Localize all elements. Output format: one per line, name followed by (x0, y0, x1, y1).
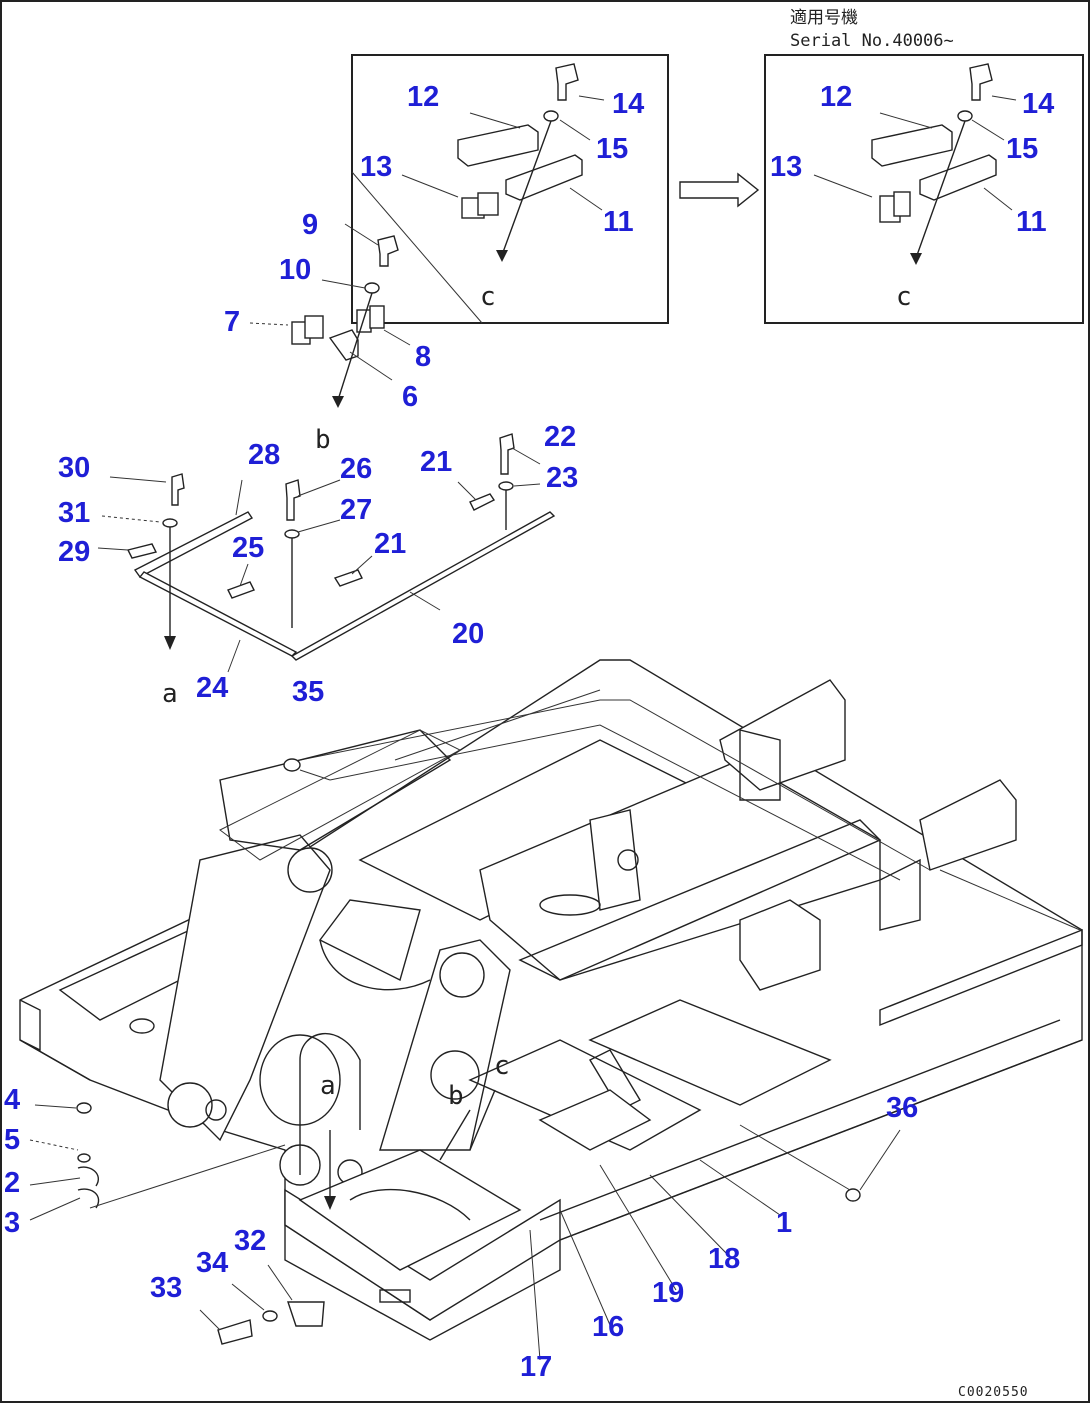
detail-box-after (764, 54, 1084, 324)
drawing-code: C0020550 (958, 1385, 1029, 1400)
callout-21b: 21 (374, 528, 406, 560)
callout-33: 33 (150, 1272, 182, 1304)
callout-8: 8 (415, 341, 431, 373)
callout-28: 28 (248, 439, 280, 471)
callout-17: 17 (520, 1351, 552, 1383)
callout-14-new: 14 (1022, 88, 1054, 120)
callout-9: 9 (302, 209, 318, 241)
callout-1: 1 (776, 1207, 792, 1239)
washer-15-left (543, 110, 559, 122)
ref-letter-c-left: c (480, 282, 496, 312)
detail-1-parts (401, 63, 605, 262)
callout-15: 15 (596, 133, 628, 165)
ref-letter-c-frame: c (494, 1051, 510, 1081)
callout-21a: 21 (420, 446, 452, 478)
detail-2-parts (813, 63, 1017, 265)
callout-19: 19 (652, 1277, 684, 1309)
ref-letter-a-top: a (162, 679, 178, 709)
ref-letter-b-frame: b (448, 1081, 464, 1111)
callout-12-new: 12 (820, 81, 852, 113)
callout-27: 27 (340, 494, 372, 526)
callout-18: 18 (708, 1243, 740, 1275)
plate-12-left (457, 124, 539, 167)
callout-12: 12 (407, 81, 439, 113)
callout-24: 24 (196, 672, 228, 704)
callout-11: 11 (603, 206, 634, 238)
callout-10: 10 (279, 254, 311, 286)
callout-2: 2 (4, 1167, 20, 1199)
callout-36: 36 (886, 1092, 918, 1124)
bolt-14-left (555, 63, 579, 101)
hardware-items (29, 729, 901, 1361)
plate-11-left (505, 154, 583, 201)
serial-heading: 適用号機 (790, 8, 858, 28)
revolving-frame (19, 659, 1083, 1341)
callout-16: 16 (592, 1311, 624, 1343)
callout-35: 35 (292, 676, 324, 708)
callout-14: 14 (612, 88, 644, 120)
callout-13: 13 (360, 151, 392, 183)
callout-7: 7 (224, 306, 240, 338)
callout-6: 6 (402, 381, 418, 413)
detail-leader-line (351, 171, 483, 324)
ref-letter-b-top: b (315, 425, 331, 455)
callout-20: 20 (452, 618, 484, 650)
block-13-left-b (477, 192, 499, 216)
callout-11-new: 11 (1016, 206, 1047, 238)
callout-22: 22 (544, 421, 576, 453)
callout-4: 4 (4, 1084, 20, 1116)
callout-15-new: 15 (1006, 133, 1038, 165)
callout-32: 32 (234, 1225, 266, 1257)
cover-plates (97, 433, 556, 673)
callout-34: 34 (196, 1247, 228, 1279)
callout-23: 23 (546, 462, 578, 494)
callout-numbers: 12 14 15 13 11 12 14 15 13 11 9 10 7 8 6… (4, 81, 1054, 1383)
callout-25: 25 (232, 532, 264, 564)
callout-26: 26 (340, 453, 372, 485)
ref-letter-c-right: c (896, 282, 912, 312)
detail-box-before (351, 54, 669, 324)
ref-letter-a-frame: a (320, 1071, 336, 1101)
callout-5: 5 (4, 1124, 20, 1156)
callout-31: 31 (58, 497, 90, 529)
callout-29: 29 (58, 536, 90, 568)
serial-number: Serial No.40006~ (790, 31, 954, 51)
callout-13-new: 13 (770, 151, 802, 183)
callout-30: 30 (58, 452, 90, 484)
change-arrow-icon (679, 172, 760, 208)
parts-6-10 (249, 223, 411, 408)
callout-3: 3 (4, 1207, 20, 1239)
